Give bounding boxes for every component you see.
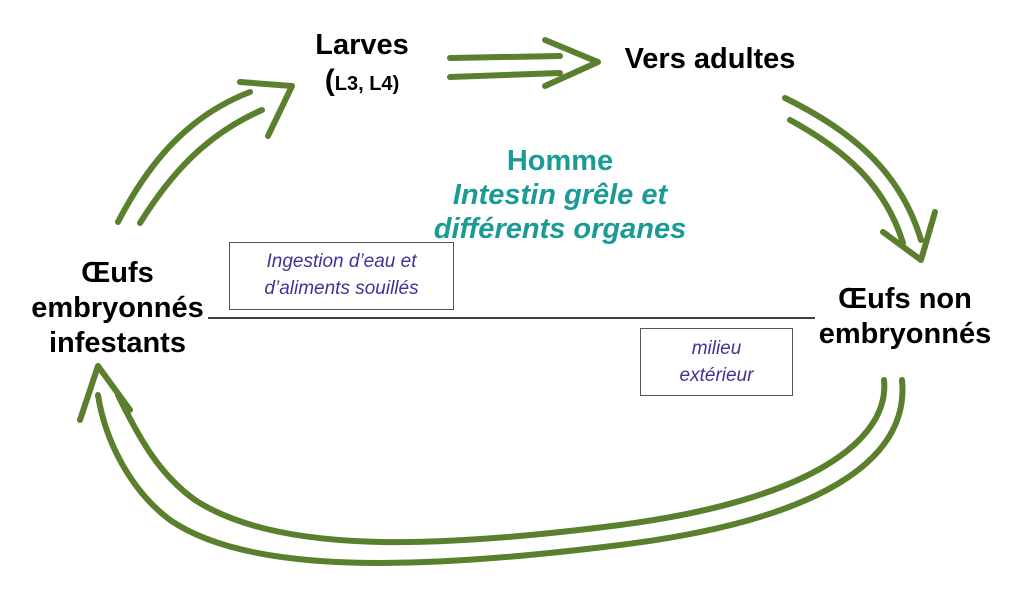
oeufs-non-line2: embryonnés (818, 317, 992, 350)
ingestion-line2: d’aliments souillés (264, 277, 419, 299)
oeufs-non-line1: Œufs non (838, 283, 972, 315)
oeufs-emb-line3: infestants (49, 326, 186, 359)
host-organ-line2: différents organes (433, 213, 687, 246)
adultes-title: Vers adultes (624, 43, 796, 75)
milieu-line2: extérieur (679, 364, 754, 386)
larves-title: Larves (315, 29, 409, 61)
host-organ-line1: Intestin grêle et (452, 179, 668, 212)
double-arrow-icon (782, 95, 938, 263)
double-arrow-icon (115, 79, 295, 226)
oeufs-emb-line1: Œufs (81, 257, 154, 289)
host-name: Homme (506, 145, 614, 177)
larves-stages: (L3, L4) (324, 63, 400, 97)
milieu-exterieur-note: milieu extérieur (640, 328, 793, 396)
double-arrow-icon (447, 37, 601, 89)
node-oeufs-embryonnes-infestants: Œufs embryonnés infestants (10, 256, 225, 360)
ingestion-line1: Ingestion d’eau et (266, 251, 417, 272)
ingestion-note: Ingestion d’eau et d’aliments souillés (229, 242, 454, 310)
node-oeufs-non-embryonnes: Œufs non embryonnés (800, 282, 1010, 352)
larves-stages-text: L3, L4 (334, 72, 393, 95)
host-label: Homme Intestin grêle et différents organ… (380, 144, 740, 247)
oeufs-emb-line2: embryonnés (31, 291, 204, 324)
node-vers-adultes: Vers adultes (600, 42, 820, 77)
double-arrow-icon (77, 363, 906, 566)
milieu-line1: milieu (691, 338, 742, 359)
node-larves: Larves (L3, L4) (292, 28, 432, 99)
